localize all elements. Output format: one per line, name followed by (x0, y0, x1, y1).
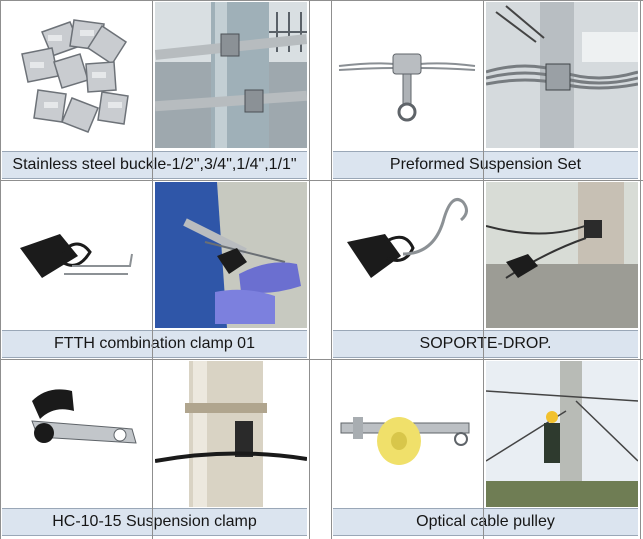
soporte-drop-clamp-photo (333, 182, 481, 328)
product-caption-6: Optical cable pulley (333, 508, 638, 536)
ftth-combination-clamp-photo (2, 182, 150, 328)
grid-line (309, 0, 310, 539)
grid-line (0, 180, 643, 181)
product-caption-5: HC-10-15 Suspension clamp (2, 508, 307, 536)
grid-line (483, 0, 484, 539)
drop-clamp-on-pole-photo (486, 182, 638, 328)
lineman-on-pole-photo (486, 361, 638, 507)
buckle-band-on-pole-photo (155, 2, 307, 148)
grid-line (331, 0, 332, 539)
preformed-suspension-set-photo (333, 2, 481, 148)
optical-cable-pulley-photo (333, 361, 481, 507)
product-caption-2: Preformed Suspension Set (333, 151, 638, 179)
grid-line (0, 0, 643, 1)
product-caption-4: SOPORTE-DROP. (333, 330, 638, 358)
hc-suspension-clamp-photo (2, 361, 150, 507)
product-caption-1: Stainless steel buckle-1/2",3/4",1/4",1/… (2, 151, 307, 179)
suspension-clamp-on-pole-photo (155, 361, 307, 507)
grid-line (152, 0, 153, 539)
suspension-set-installed-photo (486, 2, 638, 148)
grid-line (0, 0, 1, 539)
grid-line (640, 0, 641, 539)
clamp-installation-gloved-hand-photo (155, 182, 307, 328)
product-caption-3: FTTH combination clamp 01 (2, 330, 307, 358)
grid-line (0, 359, 643, 360)
stainless-steel-buckles-photo (2, 2, 150, 148)
